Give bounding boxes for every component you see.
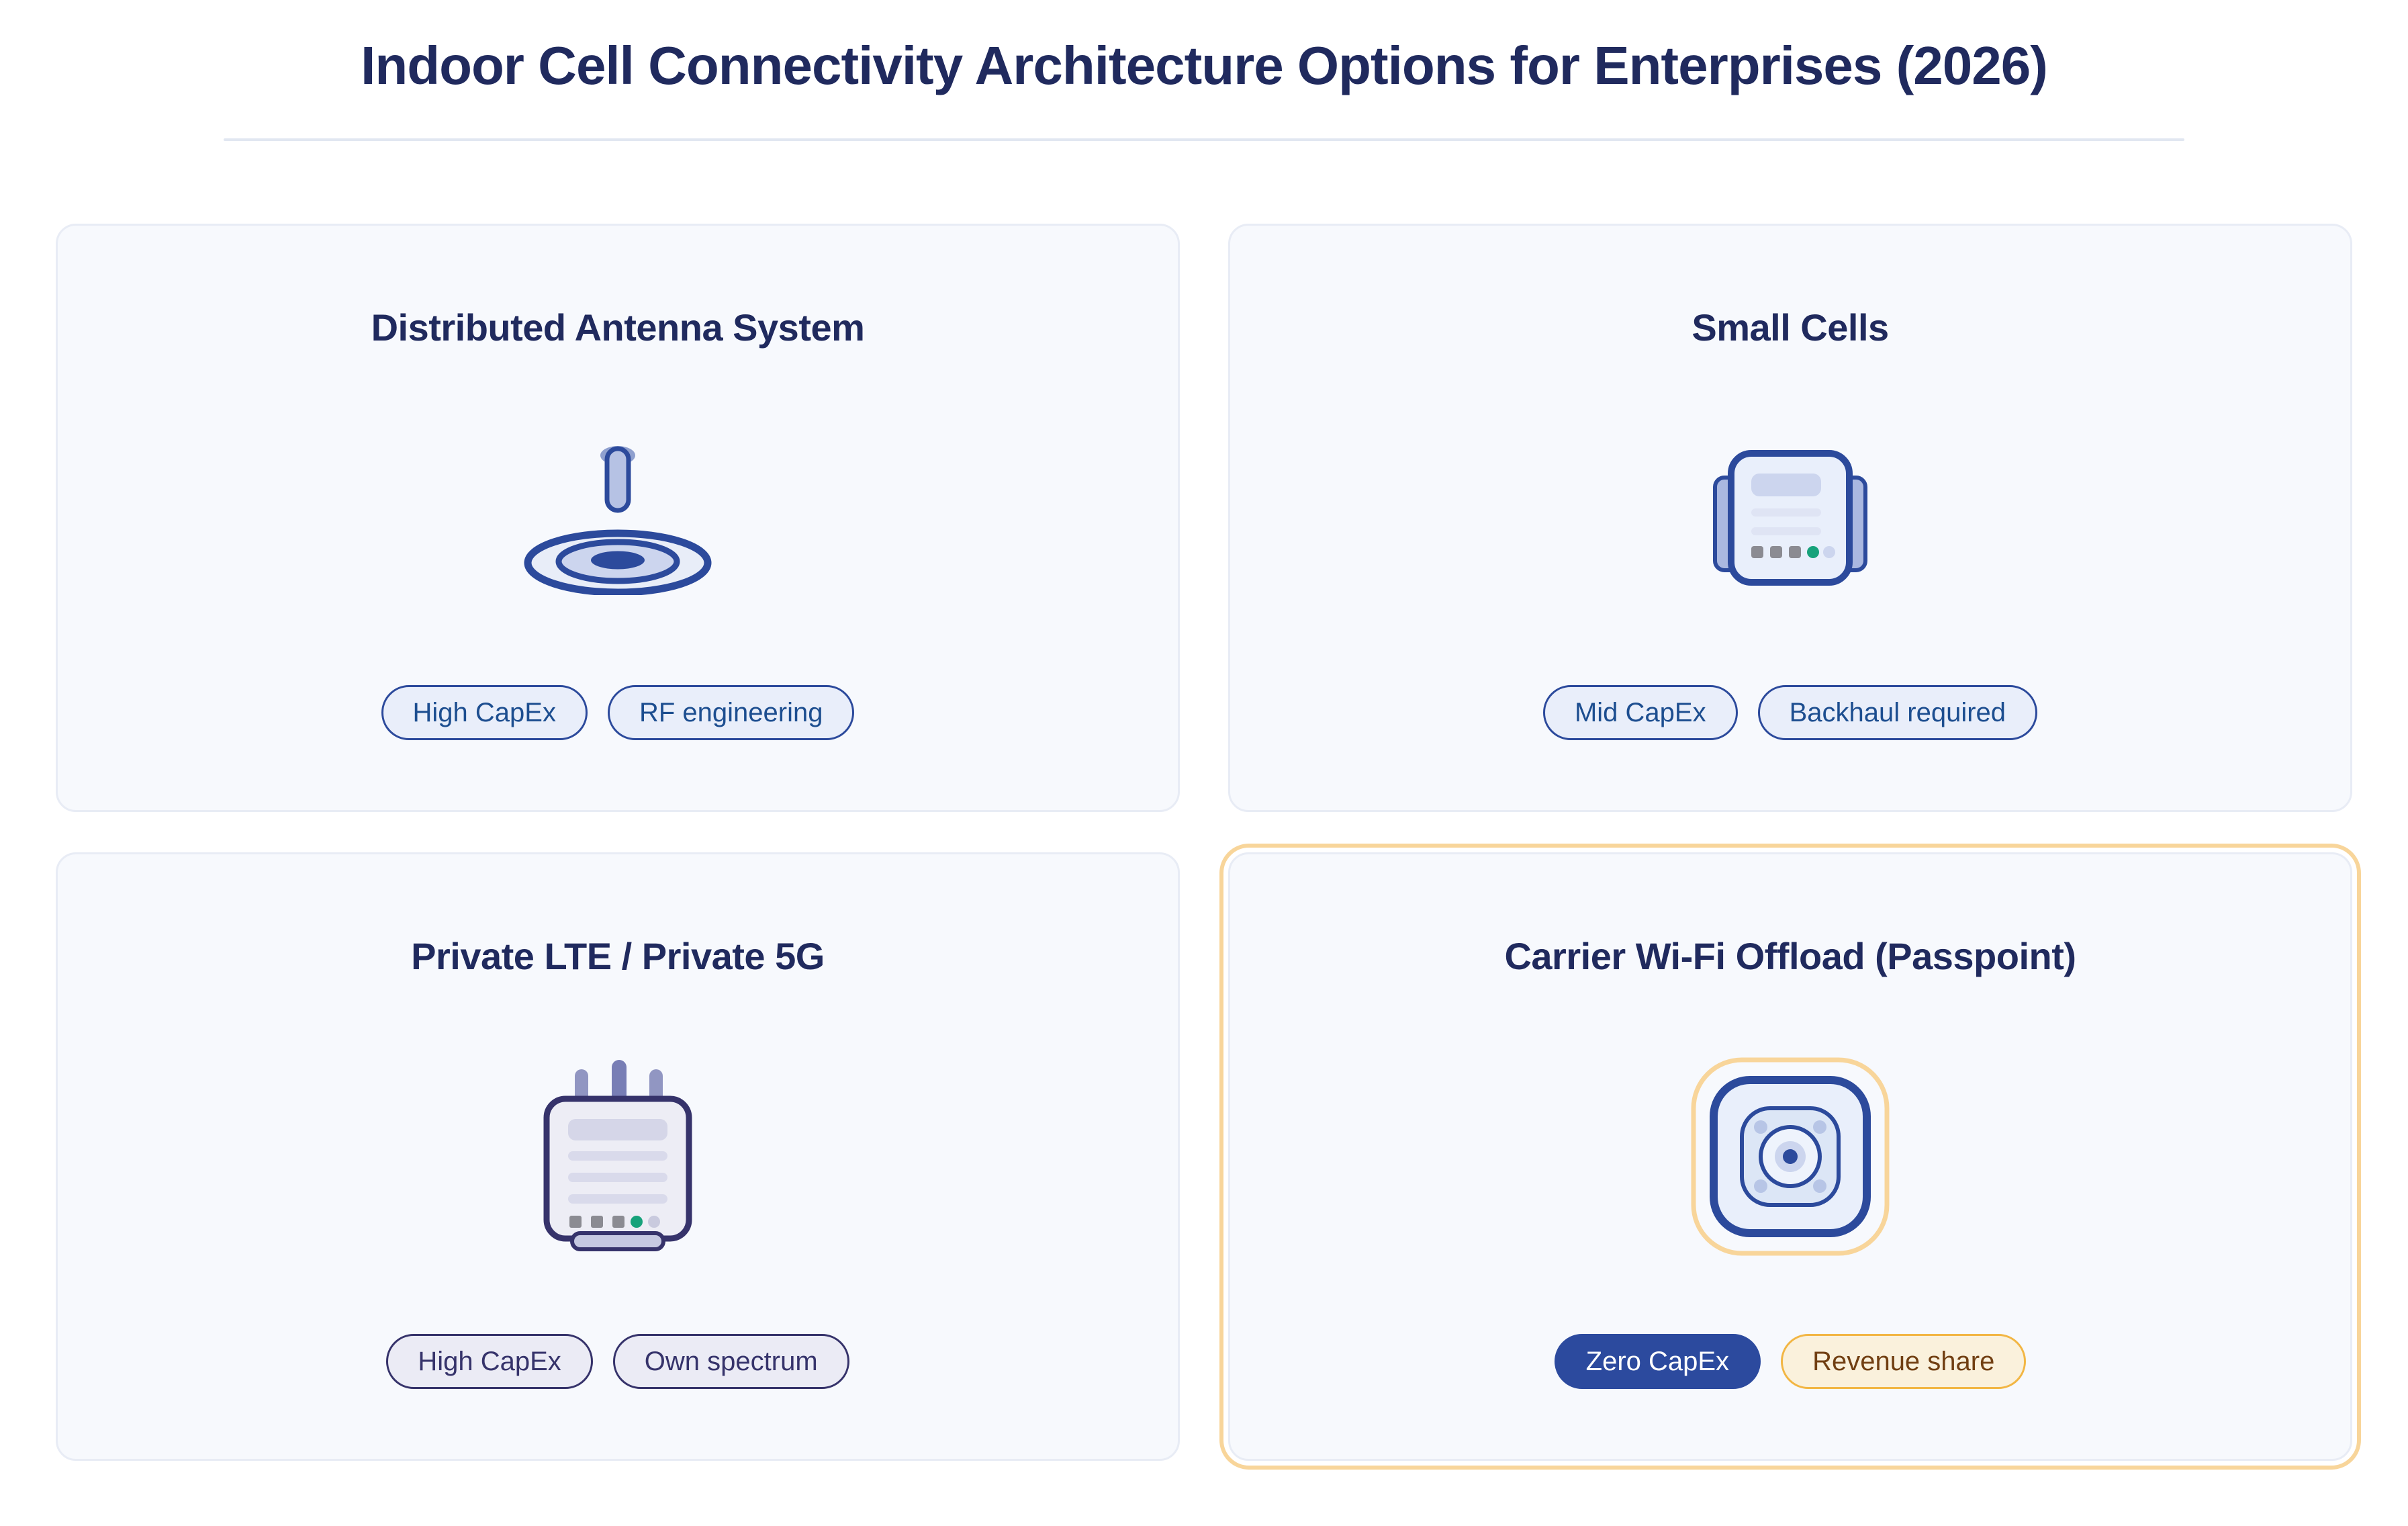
option-card-das[interactable]: Distributed Antenna System High CapEx RF… xyxy=(56,224,1180,812)
card-title: Private LTE / Private 5G xyxy=(411,935,825,977)
badge-row: Zero CapEx Revenue share xyxy=(1554,1334,2027,1389)
card-title: Small Cells xyxy=(1692,306,1889,349)
card-illustration xyxy=(520,350,715,685)
small-cell-icon xyxy=(1703,431,1878,605)
option-card-private-lte[interactable]: Private LTE / Private 5G xyxy=(56,852,1180,1461)
badge: High CapEx xyxy=(381,685,588,740)
wifi-access-point-icon xyxy=(1689,1056,1891,1257)
card-title: Distributed Antenna System xyxy=(371,306,865,349)
badge: Mid CapEx xyxy=(1542,685,1738,740)
badge: Revenue share xyxy=(1781,1334,2027,1389)
card-illustration xyxy=(1703,350,1878,685)
badge: Backhaul required xyxy=(1757,685,2038,740)
badge-row: Mid CapEx Backhaul required xyxy=(1542,685,2038,740)
badge: Own spectrum xyxy=(612,1334,849,1389)
badge: RF engineering xyxy=(607,685,855,740)
options-grid: Distributed Antenna System High CapEx RF… xyxy=(56,224,2361,1470)
ceiling-antenna-icon xyxy=(520,441,715,595)
option-card-small-cells[interactable]: Small Cells xyxy=(1228,224,2352,812)
card-title: Carrier Wi-Fi Offload (Passpoint) xyxy=(1504,935,2076,977)
base-station-icon xyxy=(530,1056,705,1257)
badge: High CapEx xyxy=(386,1334,593,1389)
card-illustration xyxy=(1689,979,1891,1334)
option-card-wifi-offload[interactable]: Carrier Wi-Fi Offload (Passpoint) xyxy=(1219,844,2361,1470)
badge-row: High CapEx RF engineering xyxy=(381,685,855,740)
title-divider xyxy=(224,138,2184,141)
badge-row: High CapEx Own spectrum xyxy=(386,1334,849,1389)
badge: Zero CapEx xyxy=(1554,1334,1761,1389)
card-illustration xyxy=(530,979,705,1334)
infographic: Indoor Cell Connectivity Architecture Op… xyxy=(0,34,2408,1470)
page-title: Indoor Cell Connectivity Architecture Op… xyxy=(361,36,2048,95)
